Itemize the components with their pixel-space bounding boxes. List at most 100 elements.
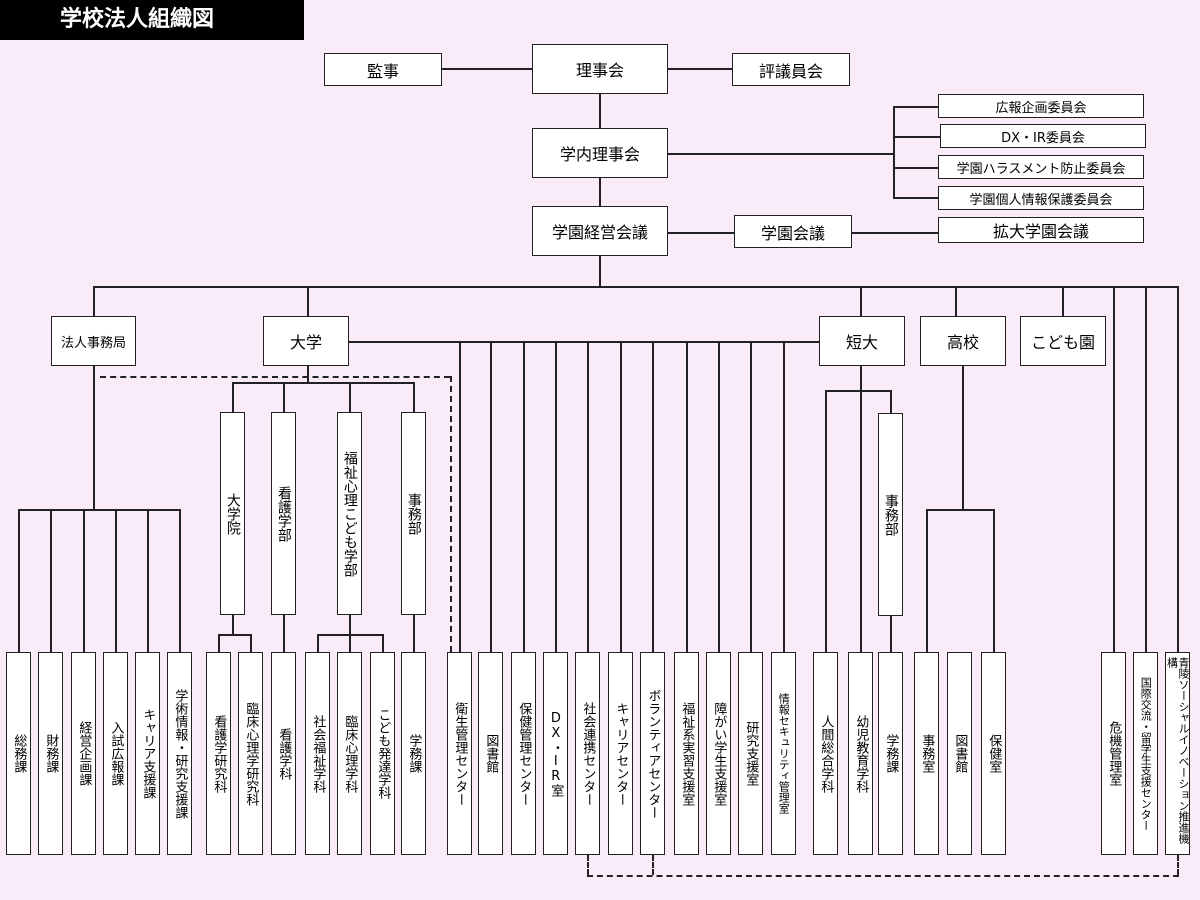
dashed-connector [652,855,654,875]
connector [1177,286,1179,653]
connector [599,178,601,206]
dept-box: 臨床心理学科 [337,652,362,855]
connector [599,94,601,128]
dept-box: 総務課 [6,652,31,855]
connector [750,341,752,653]
extended-council-box: 拡大学園会議 [938,217,1144,243]
page-title: 学校法人組織図 [0,0,304,40]
connector [179,509,181,653]
dept-box: 学務課 [401,652,426,855]
connector [587,341,589,653]
dept-box: 図書館 [947,652,972,855]
center-box: 図書館 [478,652,503,855]
connector [18,509,20,653]
connector [442,68,532,70]
connector [218,634,220,653]
connector [652,341,654,653]
connector [718,341,720,653]
connector [955,286,957,316]
connector [893,167,938,169]
connector [382,634,384,653]
connector [490,341,492,653]
connector [147,509,149,653]
connector [825,390,891,392]
connector [523,341,525,653]
connector [783,341,785,653]
connector [349,615,351,635]
nursing-faculty-box: 看護学部 [271,412,296,615]
connector [620,341,622,653]
connector [93,366,95,510]
connector [993,509,995,653]
center-box: 研究支援室 [738,652,763,855]
auditor-box: 監事 [324,53,442,86]
dept-box: キャリア支援課 [135,652,160,855]
connector [218,634,251,636]
dept-box: 人間総合学科 [813,652,838,855]
connector [50,509,52,653]
dashed-connector [450,376,452,652]
dashed-connector [587,875,1179,877]
committee-box: DX・IR委員会 [940,124,1146,148]
center-box: 社会連携センター [575,652,600,855]
connector [860,286,862,316]
dept-box: 学術情報・研究支援課 [167,652,192,855]
dept-box: 臨床心理学研究科 [238,652,263,855]
committee-box: 学園個人情報保護委員会 [938,186,1144,210]
council-box: 評議員会 [732,53,850,86]
university-box: 大学 [263,316,349,366]
graduate-school-box: 大学院 [220,412,245,615]
connector [860,390,862,653]
connector [413,382,415,413]
connector [307,366,309,383]
dept-box: 看護学研究科 [206,652,231,855]
connector [250,634,252,653]
dept-box: 保健室 [981,652,1006,855]
connector [1062,286,1064,316]
committee-box: 広報企画委員会 [938,94,1144,118]
connector [926,509,928,653]
welfare-faculty-box: 福祉心理こども学部 [337,412,362,615]
connector [93,286,1178,288]
dept-box: 青陵ソーシャルイノベーション推進機構 [1165,652,1190,855]
connector [307,286,309,316]
connector [962,366,964,510]
connector [825,390,827,653]
connector [893,136,940,138]
connector [459,341,461,653]
corporate-office-box: 法人事務局 [51,316,136,366]
connector [852,232,938,234]
dept-box: 国際交流・留学生支援センター [1133,652,1158,855]
connector [668,68,732,70]
connector [349,634,351,653]
connector [926,509,994,511]
tandai-admin-box: 事務部 [878,413,903,616]
dept-box: 危機管理室 [1101,652,1126,855]
dept-box: こども発達学科 [370,652,395,855]
connector [232,382,234,413]
connector [18,509,181,511]
connector [893,106,895,198]
dept-box: 経営企画課 [71,652,96,855]
univ-admin-box: 事務部 [401,412,426,615]
dept-box: 社会福祉学科 [305,652,330,855]
management-council-box: 学園経営会議 [532,206,668,256]
dashed-connector [587,855,589,875]
dept-box: 看護学科 [271,652,296,855]
dept-box: 学務課 [878,652,903,855]
high-school-box: 高校 [920,316,1006,366]
board-of-directors-box: 理事会 [532,44,668,94]
dept-box: 幼児教育学科 [848,652,873,855]
connector [232,382,414,384]
connector [413,615,415,653]
connector [93,286,95,316]
connector [555,341,557,653]
center-box: DX・IR室 [543,652,568,855]
dept-box: 入試広報課 [103,652,128,855]
connector [115,509,117,653]
dept-box: 事務室 [914,652,939,855]
connector [283,382,285,413]
connector [893,106,938,108]
center-box: キャリアセンター [608,652,633,855]
school-council-box: 学園会議 [734,215,852,248]
